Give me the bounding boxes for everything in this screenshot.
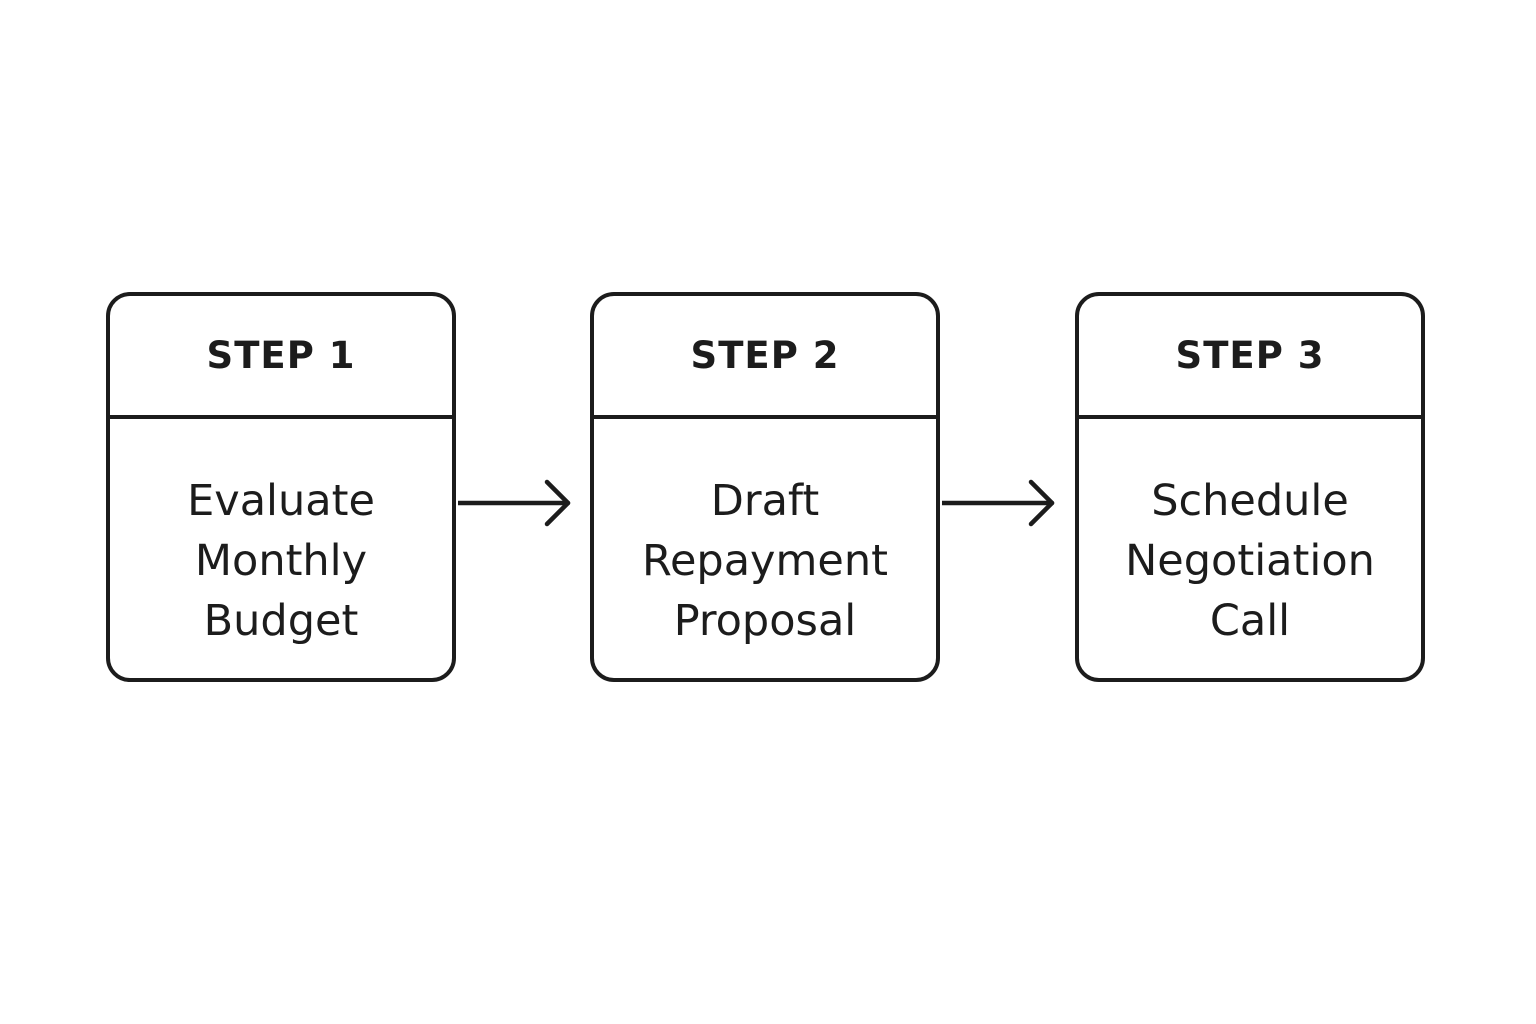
- arrow-right-icon: [458, 479, 571, 527]
- step-3-text: Schedule Negotiation Call: [1125, 476, 1375, 646]
- step-3-label: STEP 3: [1079, 296, 1421, 419]
- step-2-body: Draft Repayment Proposal: [594, 419, 936, 678]
- step-1-label: STEP 1: [110, 296, 452, 419]
- step-3-body: Schedule Negotiation Call: [1079, 419, 1421, 678]
- step-2-box: STEP 2 Draft Repayment Proposal: [590, 292, 940, 682]
- step-1-body: Evaluate Monthly Budget: [110, 419, 452, 678]
- step-2-label: STEP 2: [594, 296, 936, 419]
- step-3-box: STEP 3 Schedule Negotiation Call: [1075, 292, 1425, 682]
- step-2-text: Draft Repayment Proposal: [642, 476, 888, 646]
- arrow-right-icon: [942, 479, 1055, 527]
- step-1-box: STEP 1 Evaluate Monthly Budget: [106, 292, 456, 682]
- step-1-text: Evaluate Monthly Budget: [187, 476, 375, 646]
